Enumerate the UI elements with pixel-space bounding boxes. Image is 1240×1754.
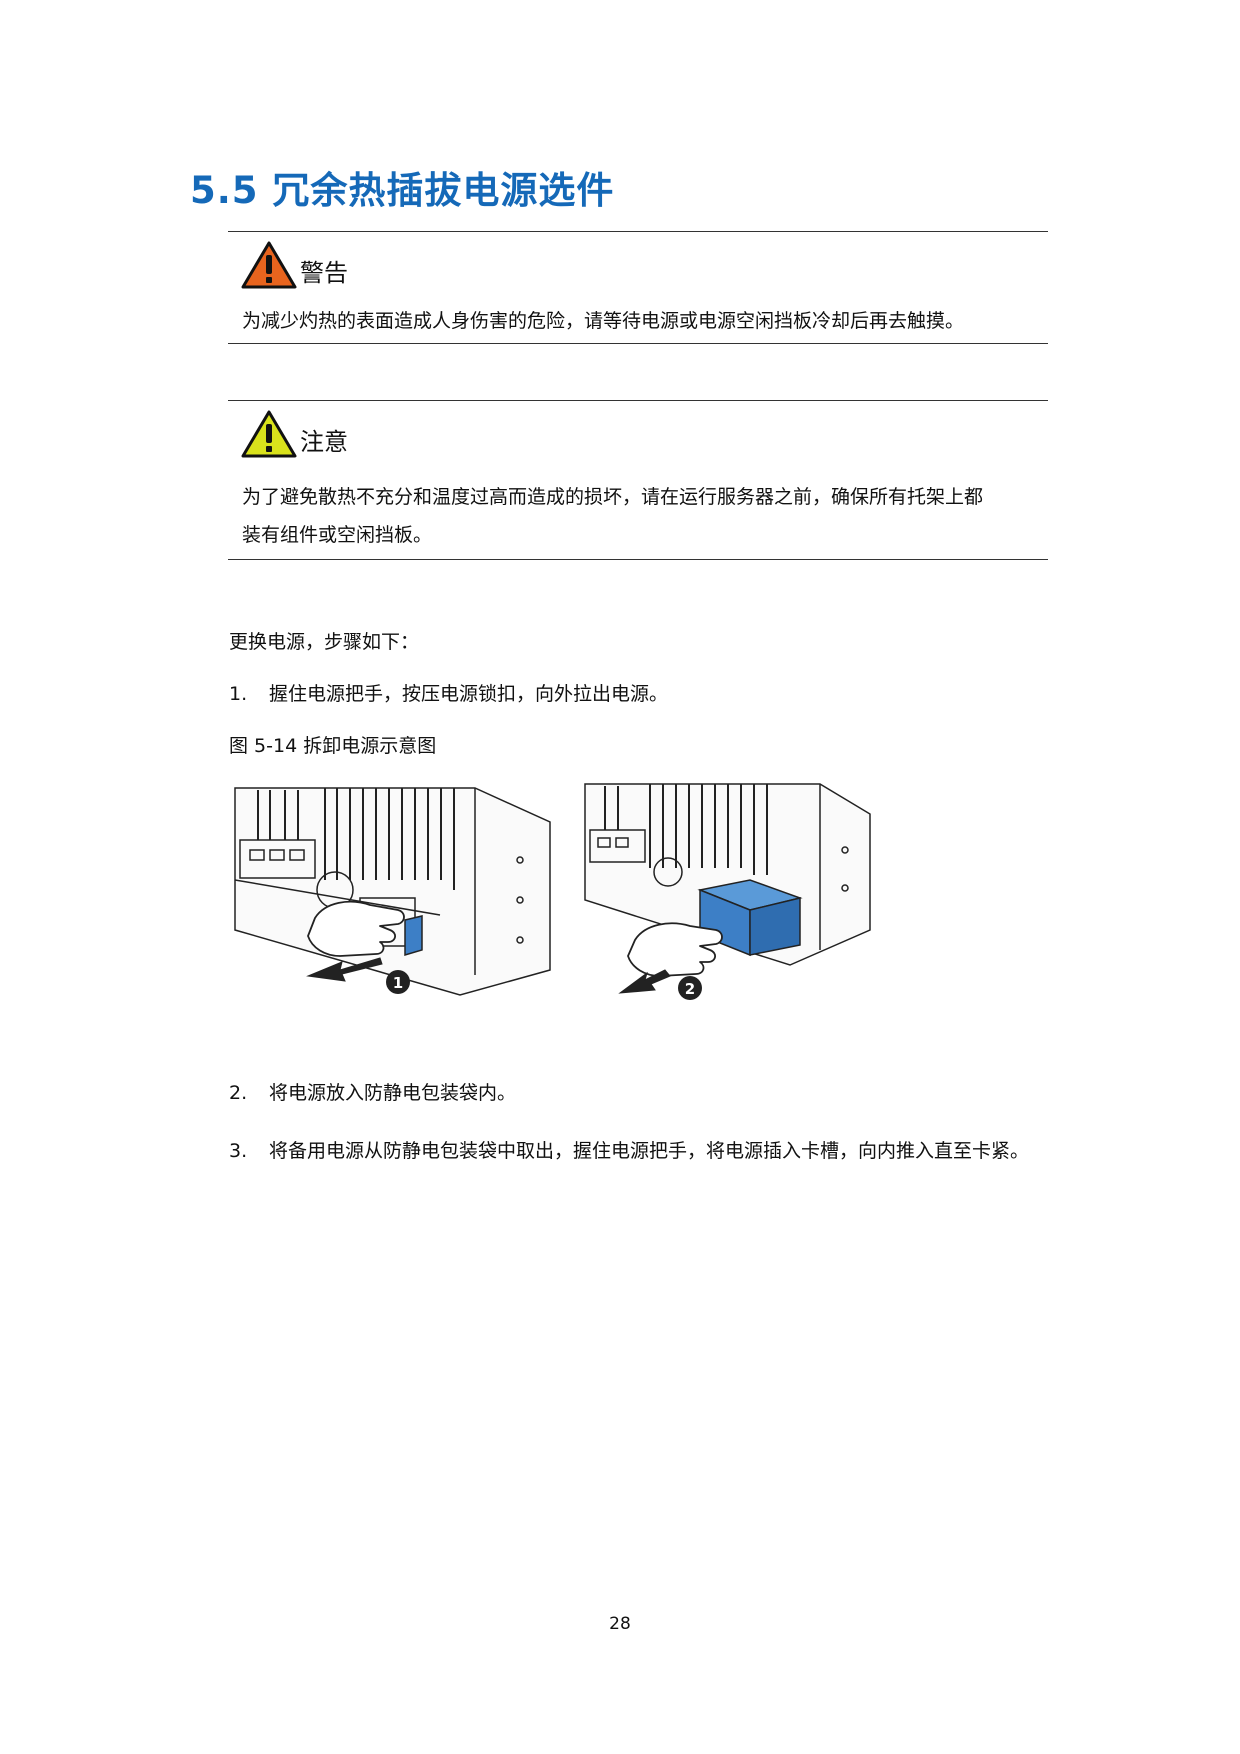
hand-left-icon	[307, 900, 405, 957]
step-number: 1.	[229, 683, 248, 705]
page-title: 5.5 冗余热插拔电源选件	[190, 169, 615, 212]
callout-2-label: 2	[685, 980, 695, 998]
warning-notice: 警告 为减少灼热的表面造成人身伤害的危险，请等待电源或电源空闲挡板冷却后再去触摸…	[228, 231, 1048, 344]
figure-caption: 图 5-14 拆卸电源示意图	[229, 735, 437, 757]
step-text: 将电源放入防静电包装袋内。	[269, 1082, 517, 1104]
step-number: 2.	[229, 1082, 248, 1104]
warning-triangle-icon	[241, 241, 297, 289]
step-item: 3. 将备用电源从防静电包装袋中取出，握住电源把手，将电源插入卡槽，向内推入直至…	[229, 1133, 1059, 1169]
caution-text-line-1: 为了避免散热不充分和温度过高而造成的损坏，请在运行服务器之前，确保所有托架上都	[242, 486, 984, 508]
caution-bottom-rule	[228, 559, 1048, 560]
pull-arrow-left-icon	[306, 957, 383, 982]
warning-bottom-rule	[228, 343, 1048, 344]
server-rear-left	[234, 787, 551, 996]
callout-1-label: 1	[393, 974, 403, 992]
caution-text: 为了避免散热不充分和温度过高而造成的损坏，请在运行服务器之前，确保所有托架上都 …	[242, 478, 1048, 554]
psu-handle-left	[404, 915, 423, 957]
callout-2: 2	[678, 976, 702, 1000]
warning-label: 警告	[300, 259, 348, 287]
intro-text: 更换电源，步骤如下：	[229, 631, 420, 653]
caution-text-line-2: 装有组件或空闲挡板。	[242, 524, 433, 546]
caution-triangle-icon	[241, 410, 297, 458]
caution-notice: 注意 为了避免散热不充分和温度过高而造成的损坏，请在运行服务器之前，确保所有托架…	[228, 400, 1048, 560]
step-item: 1. 握住电源把手，按压电源锁扣，向外拉出电源。	[229, 676, 1059, 712]
caution-top-rule	[228, 400, 1048, 401]
pull-arrow-right-icon	[618, 969, 671, 994]
step-item: 2. 将电源放入防静电包装袋内。	[229, 1075, 1059, 1111]
warning-header: 警告	[240, 232, 1048, 290]
caution-label: 注意	[300, 428, 348, 456]
warning-text: 为减少灼热的表面造成人身伤害的危险，请等待电源或电源空闲挡板冷却后再去触摸。	[242, 310, 965, 332]
step-number: 3.	[229, 1140, 248, 1162]
caution-header: 注意	[240, 401, 1048, 459]
step-text: 握住电源把手，按压电源锁扣，向外拉出电源。	[269, 683, 669, 705]
callout-1: 1	[386, 970, 410, 994]
warning-top-rule	[228, 231, 1048, 232]
step-text: 将备用电源从防静电包装袋中取出，握住电源把手，将电源插入卡槽，向内推入直至卡紧。	[269, 1140, 1030, 1162]
hand-right-icon	[627, 922, 723, 977]
page-number: 28	[609, 1614, 631, 1634]
psu-removal-illustration: 1 2	[234, 783, 871, 1000]
